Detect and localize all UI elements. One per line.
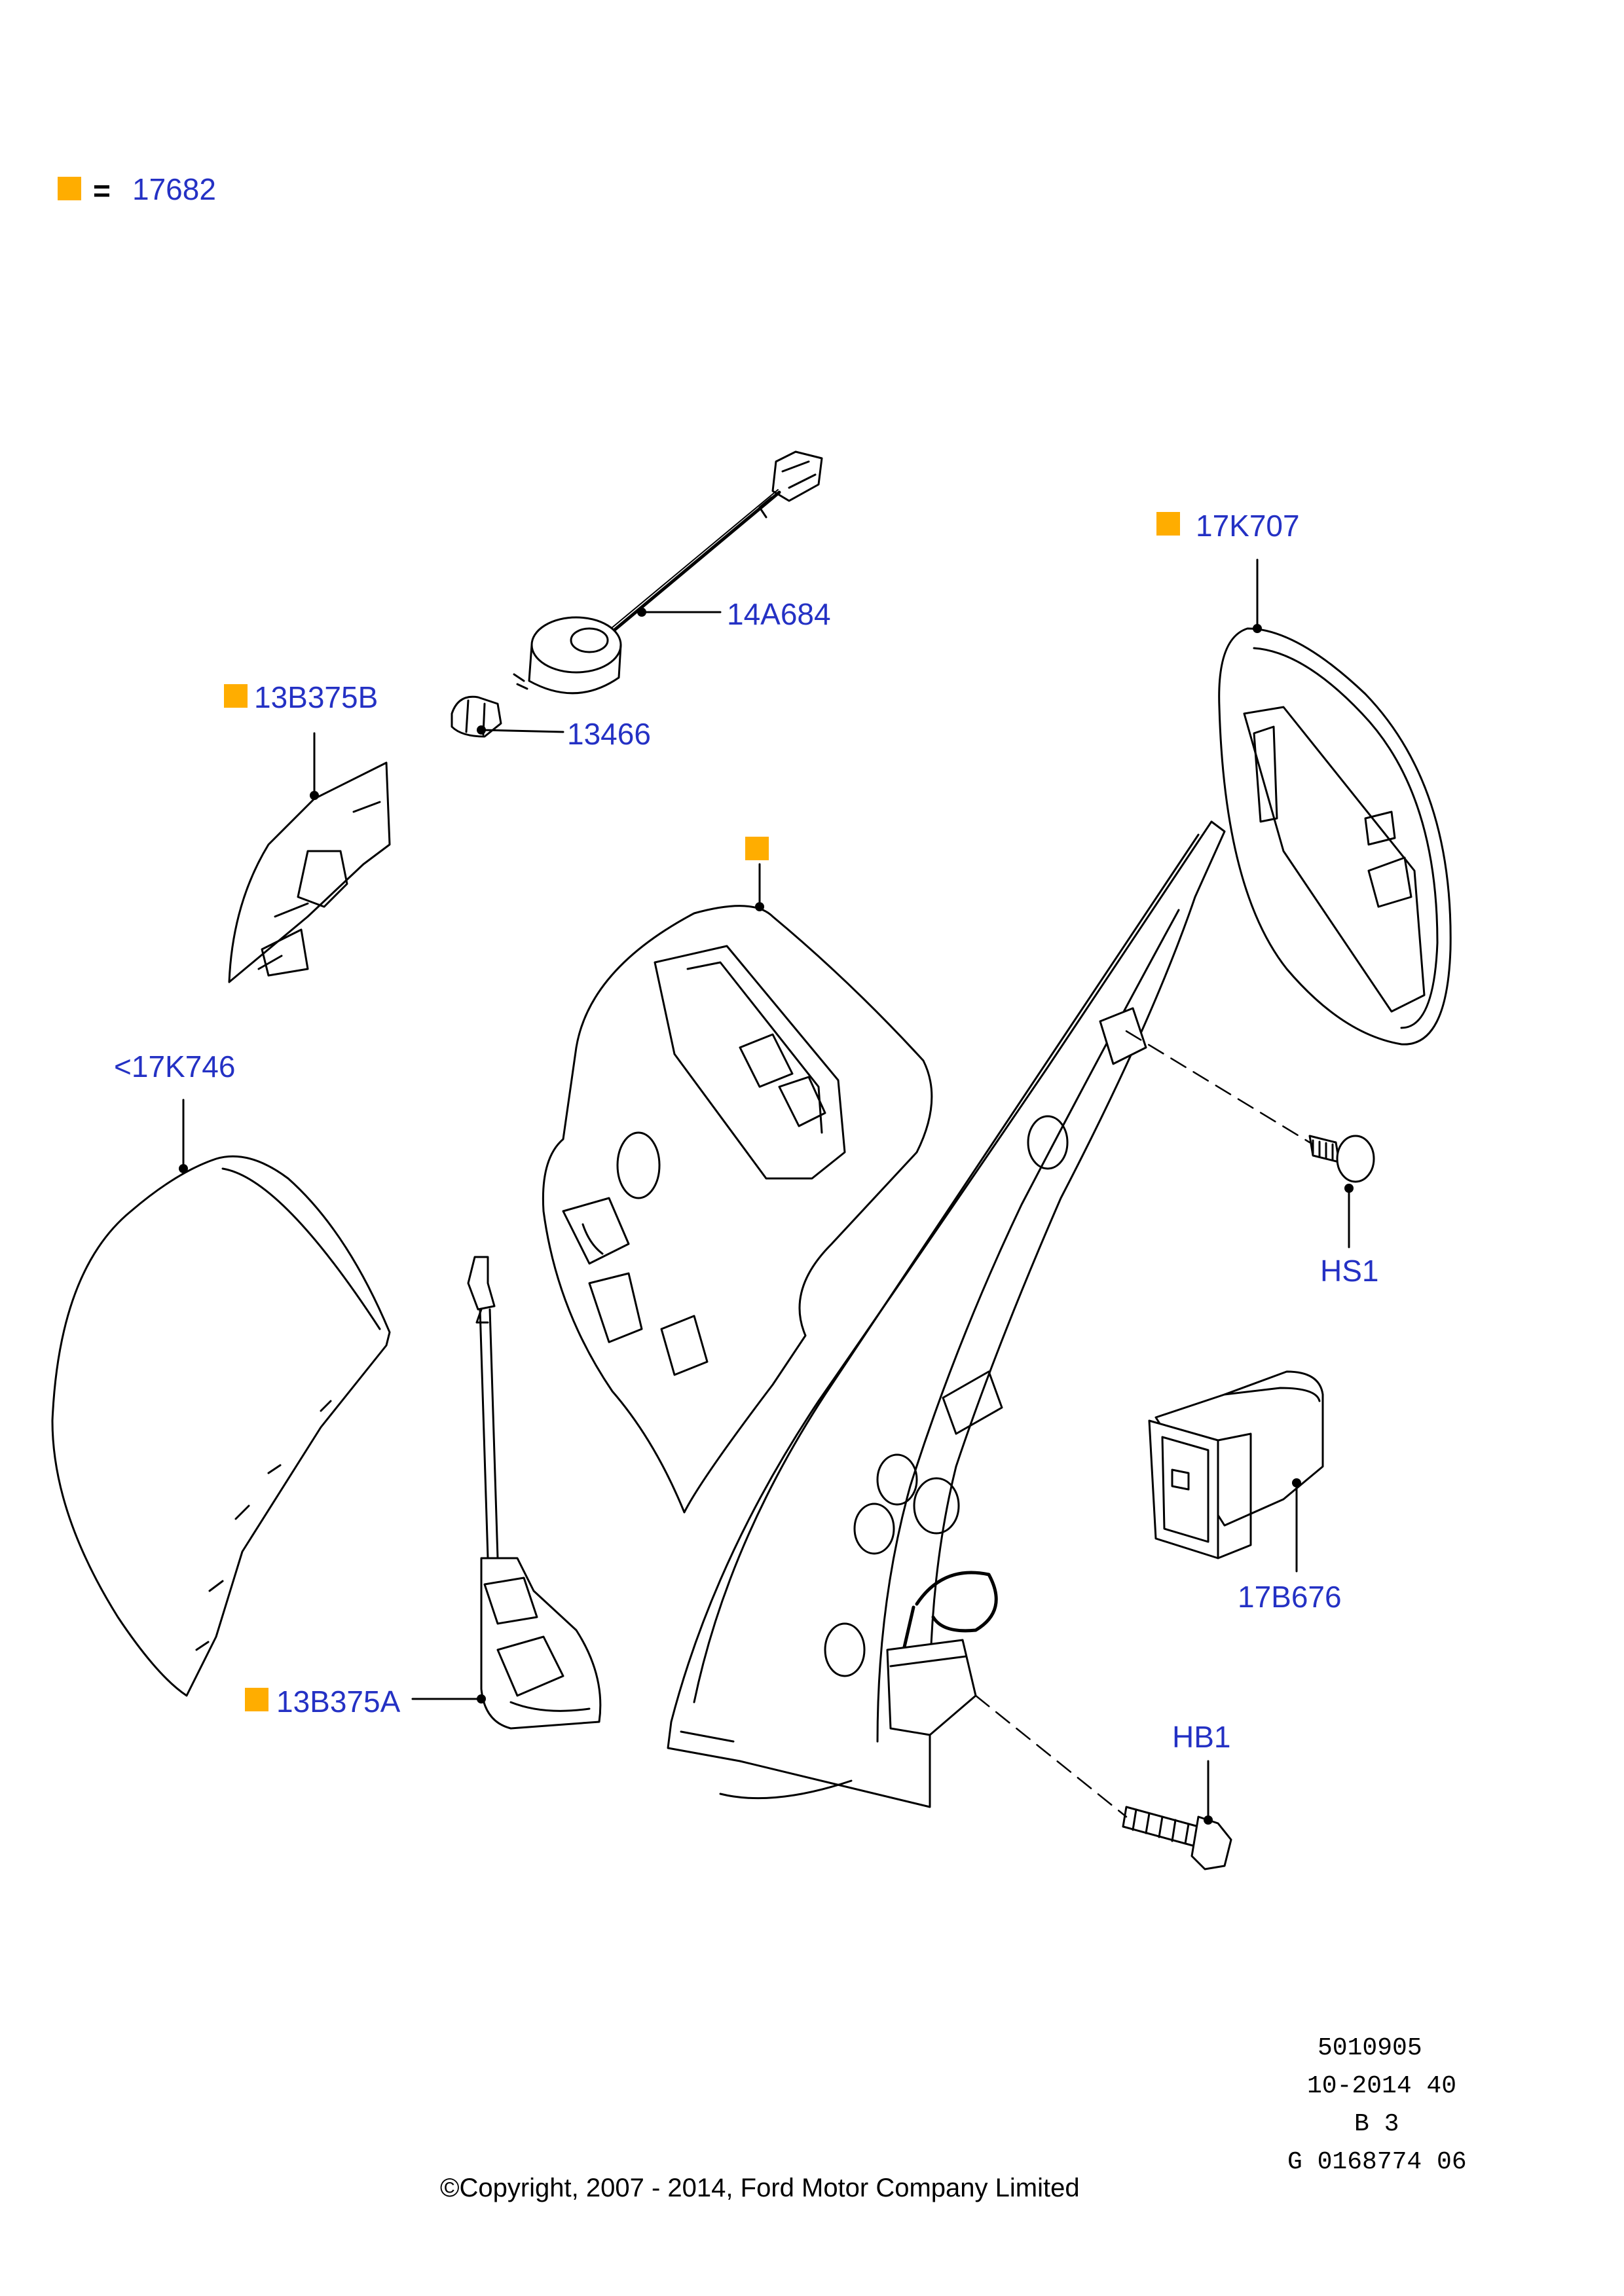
callout-17K746[interactable]: <17K746	[114, 1049, 236, 1084]
callout-HB1[interactable]: HB1	[1172, 1720, 1231, 1754]
callout-13B375B-marker	[224, 684, 248, 708]
part-mirror-base	[667, 820, 1226, 1808]
meta-line-4: G 0168774 06	[1287, 2148, 1467, 2176]
callout-13466[interactable]: 13466	[567, 717, 651, 751]
part-14A684-harness	[513, 450, 823, 695]
copyright-text: ©Copyright, 2007 - 2014, Ford Motor Comp…	[440, 2174, 1080, 2202]
callout-13B375A[interactable]: 13B375A	[276, 1685, 401, 1719]
legend-equals: =	[93, 173, 111, 208]
legend-marker	[58, 177, 81, 200]
part-17B676-switch	[1148, 1370, 1324, 1559]
part-17K707-mirror-glass	[1218, 627, 1452, 1046]
meta-line-3: B 3	[1354, 2110, 1399, 2138]
callout-17K707[interactable]: 17K707	[1196, 509, 1300, 543]
part-17K746-cover	[51, 1155, 391, 1697]
callout-13B375A-marker	[245, 1688, 268, 1711]
callout-HS1[interactable]: HS1	[1320, 1254, 1379, 1288]
leader-dots	[179, 608, 1354, 1825]
meta-line-2: 10-2014 40	[1307, 2072, 1457, 2100]
legend-part-label[interactable]: 17682	[132, 172, 216, 206]
housing-marker	[745, 837, 769, 860]
part-base-harness	[886, 1571, 998, 1736]
leader-lines	[182, 558, 1350, 1821]
callout-13B375B[interactable]: 13B375B	[254, 680, 378, 714]
part-13B375B-lamp-housing	[228, 761, 391, 983]
part-13B375A-lamp-housing	[467, 1256, 602, 1730]
part-HB1-bolt	[1122, 1806, 1232, 1870]
callout-17B676[interactable]: 17B676	[1238, 1580, 1342, 1614]
callout-14A684[interactable]: 14A684	[727, 597, 831, 631]
callout-17K707-marker	[1156, 512, 1180, 536]
meta-line-1: 5010905	[1318, 2034, 1422, 2062]
part-mirror-housing	[542, 905, 933, 1514]
part-13466-bulb	[451, 695, 502, 738]
part-HS1-screw	[1308, 1135, 1375, 1183]
assembly-dashed-lines	[974, 1030, 1311, 1818]
